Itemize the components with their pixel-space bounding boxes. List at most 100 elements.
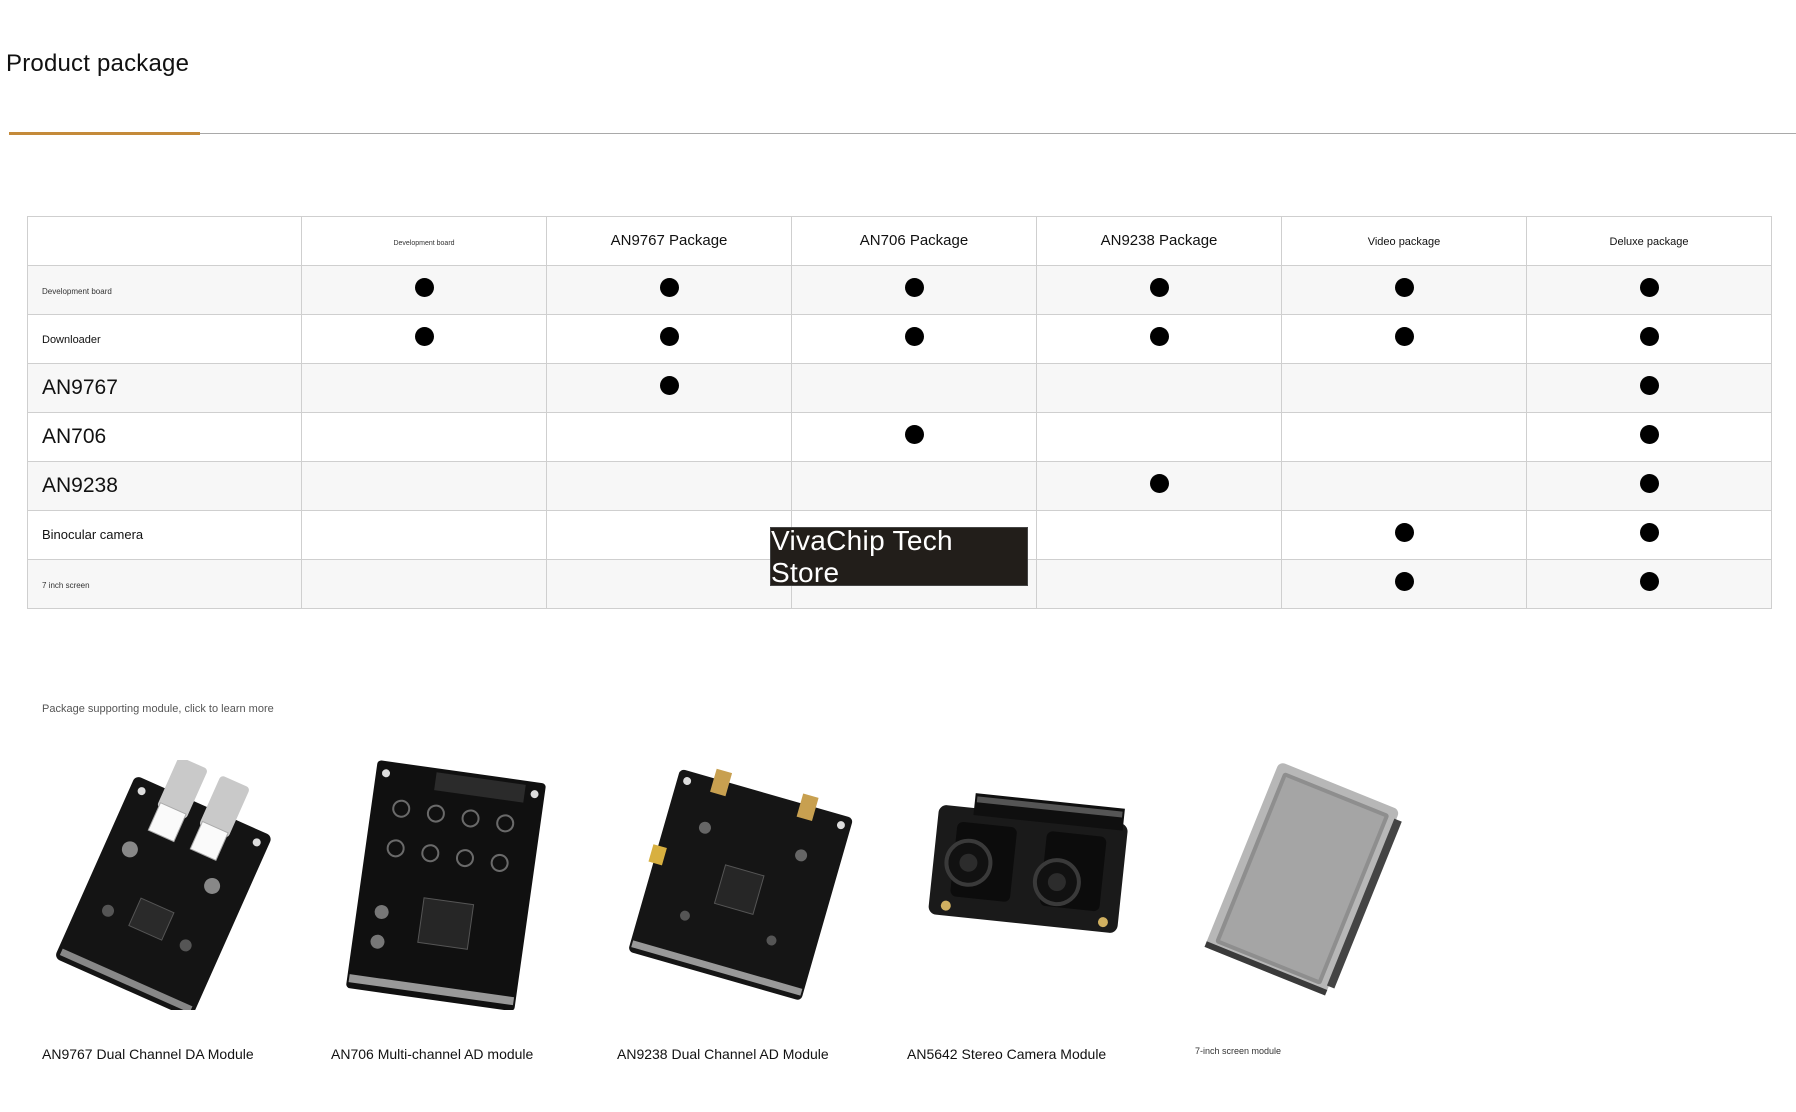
- included-dot-icon: [1394, 327, 1414, 346]
- included-dot-icon: [659, 278, 679, 297]
- column-header-an9238-package: AN9238 Package: [1036, 216, 1282, 266]
- included-dot-icon: [1639, 376, 1659, 395]
- row-label-cell: 7 inch screen: [27, 559, 302, 609]
- included-dot-icon: [1149, 327, 1169, 346]
- package-cell: [1036, 412, 1282, 462]
- package-cell: [1526, 412, 1772, 462]
- package-cell: [791, 265, 1037, 315]
- package-cell: [1036, 265, 1282, 315]
- package-cell: [1281, 265, 1527, 315]
- package-cell: [546, 363, 792, 413]
- row-label: Development board: [42, 287, 112, 296]
- package-cell: [1036, 461, 1282, 511]
- row-label-cell: AN706: [27, 412, 302, 462]
- included-dot-icon: [659, 376, 679, 395]
- column-header-deluxe-package: Deluxe package: [1526, 216, 1772, 266]
- an9238-board-image[interactable]: [617, 760, 887, 1010]
- package-cell: [301, 510, 547, 560]
- column-header-an9767-package: AN9767 Package: [546, 216, 792, 266]
- table-row: Development board: [27, 265, 1772, 315]
- module-name[interactable]: AN706 Multi-channel AD module: [331, 1046, 534, 1062]
- column-header-development-board: Development board: [301, 216, 547, 266]
- an5642-camera-image[interactable]: [907, 760, 1177, 1010]
- included-dot-icon: [1149, 278, 1169, 297]
- included-dot-icon: [1639, 572, 1659, 591]
- included-dot-icon: [1639, 278, 1659, 297]
- an9767-board-image[interactable]: [42, 760, 312, 1010]
- package-cell: [301, 265, 547, 315]
- title-accent-bar: [9, 132, 200, 135]
- module-card-an5642[interactable]: AN5642 Stereo Camera Module: [907, 760, 1177, 1062]
- package-cell: [301, 412, 547, 462]
- package-cell: [1526, 461, 1772, 511]
- package-cell: [546, 412, 792, 462]
- included-dot-icon: [1394, 572, 1414, 591]
- package-cell: [546, 461, 792, 511]
- package-cell: [546, 265, 792, 315]
- included-dot-icon: [904, 278, 924, 297]
- table-row: Downloader: [27, 314, 1772, 364]
- package-cell: [301, 461, 547, 511]
- package-cell: [301, 363, 547, 413]
- module-name[interactable]: 7-inch screen module: [1195, 1046, 1282, 1056]
- row-label-cell: AN9767: [27, 363, 302, 413]
- package-cell: [1526, 265, 1772, 315]
- module-name[interactable]: AN9238 Dual Channel AD Module: [617, 1046, 829, 1062]
- included-dot-icon: [659, 327, 679, 346]
- row-label-cell: AN9238: [27, 461, 302, 511]
- column-header-label: Video package: [1367, 236, 1441, 248]
- an706-board-image[interactable]: [331, 760, 601, 1010]
- package-cell: [1281, 314, 1527, 364]
- module-card-an9767[interactable]: AN9767 Dual Channel DA Module: [42, 760, 312, 1062]
- package-cell: [301, 314, 547, 364]
- package-cell: [1281, 412, 1527, 462]
- table-row: AN706: [27, 412, 1772, 462]
- column-header-label: Deluxe package: [1609, 236, 1689, 248]
- module-card-7inch-screen[interactable]: 7-inch screen module: [1195, 760, 1465, 1060]
- included-dot-icon: [1149, 474, 1169, 493]
- column-header-video-package: Video package: [1281, 216, 1527, 266]
- package-cell: [791, 363, 1037, 413]
- row-label: Binocular camera: [42, 527, 144, 542]
- package-cell: [1036, 559, 1282, 609]
- lcd-screen-image[interactable]: [1195, 760, 1465, 1010]
- included-dot-icon: [414, 278, 434, 297]
- package-cell: [1526, 510, 1772, 560]
- package-cell: [546, 314, 792, 364]
- included-dot-icon: [1394, 523, 1414, 542]
- column-header-label: Development board: [393, 240, 455, 247]
- included-dot-icon: [1394, 278, 1414, 297]
- package-cell: [546, 559, 792, 609]
- modules-caption: Package supporting module, click to lear…: [42, 703, 274, 715]
- row-label: AN706: [42, 425, 107, 448]
- column-header-label: AN9767 Package: [610, 232, 728, 249]
- module-card-an9238[interactable]: AN9238 Dual Channel AD Module: [617, 760, 887, 1062]
- package-cell: [1526, 314, 1772, 364]
- row-label-cell: Development board: [27, 265, 302, 315]
- package-cell: [1526, 559, 1772, 609]
- module-card-an706[interactable]: AN706 Multi-channel AD module: [331, 760, 601, 1062]
- row-label: AN9767: [42, 376, 118, 399]
- package-cell: [1281, 559, 1527, 609]
- column-header-label: AN9238 Package: [1100, 232, 1218, 249]
- package-cell: [1281, 461, 1527, 511]
- included-dot-icon: [1639, 474, 1659, 493]
- included-dot-icon: [414, 327, 434, 346]
- included-dot-icon: [1639, 327, 1659, 346]
- row-label: AN9238: [42, 474, 118, 497]
- package-cell: [1036, 363, 1282, 413]
- table-corner-cell: [27, 216, 302, 266]
- module-name[interactable]: AN9767 Dual Channel DA Module: [42, 1046, 254, 1062]
- module-name[interactable]: AN5642 Stereo Camera Module: [907, 1046, 1107, 1062]
- package-cell: [301, 559, 547, 609]
- package-cell: [791, 412, 1037, 462]
- package-cell: [1281, 510, 1527, 560]
- table-header-row: Development board AN9767 Package AN706 P…: [27, 216, 1772, 266]
- row-label: 7 inch screen: [42, 581, 90, 590]
- included-dot-icon: [904, 327, 924, 346]
- table-row: AN9238: [27, 461, 1772, 511]
- package-cell: [1036, 510, 1282, 560]
- included-dot-icon: [1639, 425, 1659, 444]
- row-label-cell: Downloader: [27, 314, 302, 364]
- package-cell: [1281, 363, 1527, 413]
